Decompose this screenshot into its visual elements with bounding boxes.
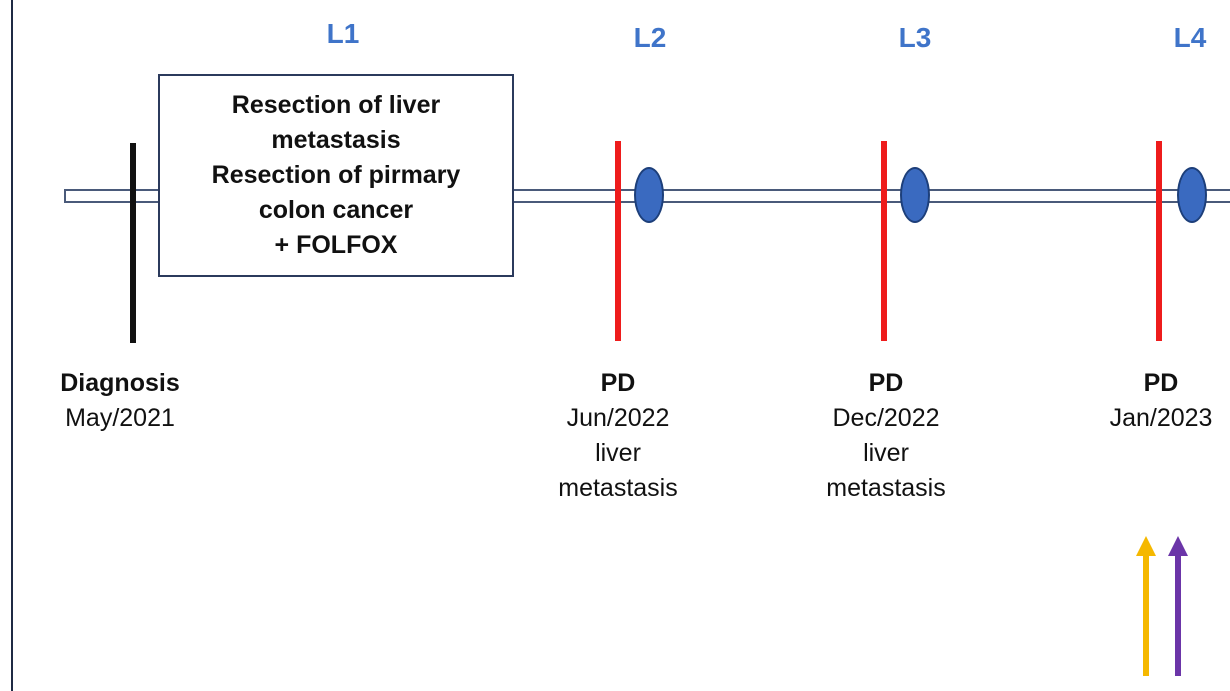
event-label-pd-1: PD Jun/2022 liver metastasis [518, 366, 718, 506]
event-detail: metastasis [826, 474, 946, 502]
line-label-l1: L1 [326, 18, 360, 49]
line-start-marker-l4 [1177, 167, 1207, 223]
event-detail: liver [595, 439, 641, 467]
event-label-pd-2: PD Dec/2022 liver metastasis [786, 366, 986, 506]
event-detail: metastasis [558, 474, 678, 502]
progression-tick-2 [881, 141, 887, 341]
line-label-l3: L3 [898, 22, 932, 53]
event-title: PD [868, 369, 904, 397]
therapy-text-line: colon cancer [258, 196, 414, 224]
therapy-text-line: Resection of liver [231, 91, 441, 119]
first-line-therapy-box: Resection of liver metastasis Resection … [158, 74, 514, 277]
line-label-l2: L2 [633, 22, 667, 53]
yellow-arrow-icon [1136, 536, 1156, 676]
purple-arrow-icon [1168, 536, 1188, 676]
therapy-text-line: metastasis [271, 126, 401, 154]
event-label-pd-3: PD Jan/2023 [1061, 366, 1230, 436]
event-date: Jan/2023 [1109, 404, 1213, 432]
progression-tick-3 [1156, 141, 1162, 341]
event-title: Diagnosis [60, 369, 180, 397]
event-date: Jun/2022 [566, 404, 670, 432]
diagnosis-tick [130, 143, 136, 343]
line-start-marker-l2 [634, 167, 664, 223]
event-title: PD [600, 369, 636, 397]
therapy-text-line: + FOLFOX [274, 231, 398, 259]
therapy-text-line: Resection of pirmary [211, 161, 461, 189]
event-title: PD [1143, 369, 1179, 397]
frame-border-left [11, 0, 13, 691]
progression-tick-1 [615, 141, 621, 341]
line-label-l4: L4 [1173, 22, 1207, 53]
event-date: May/2021 [65, 404, 175, 432]
event-date: Dec/2022 [832, 404, 940, 432]
event-detail: liver [863, 439, 909, 467]
line-start-marker-l3 [900, 167, 930, 223]
event-label-diagnosis: Diagnosis May/2021 [20, 366, 220, 436]
